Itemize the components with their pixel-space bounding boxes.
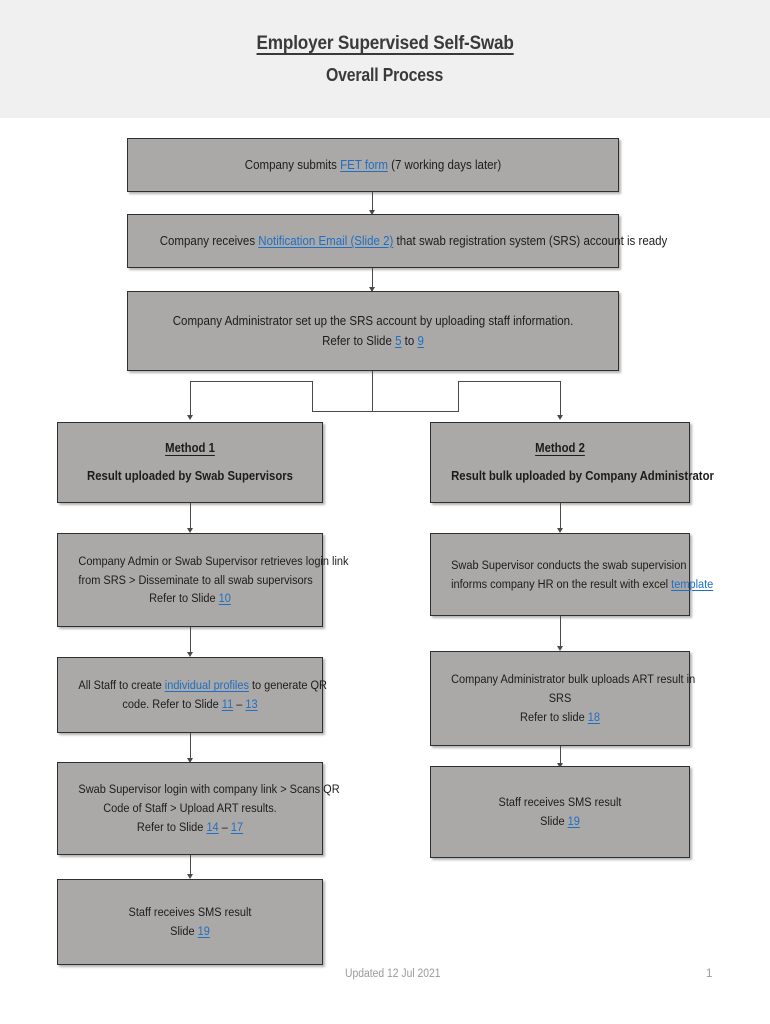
footer-updated-date: Updated 12 Jul 2021 — [345, 968, 441, 980]
arrow-step2-to-step3 — [369, 287, 375, 292]
m2-s1-line1: Swab Supervisor conducts the swab superv… — [451, 557, 687, 572]
slide-13-link[interactable]: 13 — [245, 697, 258, 711]
slide-9-link[interactable]: 9 — [417, 333, 424, 348]
connector-m1-s1-to-s2 — [190, 627, 192, 655]
connector-m2-s2-to-s3 — [560, 746, 562, 766]
notification-email-link[interactable]: Notification Email (Slide 2) — [258, 233, 394, 249]
connector-split-stem — [372, 371, 374, 412]
slide-11-link[interactable]: 11 — [221, 697, 234, 711]
flow-box-m2-bulk-upload-art[interactable]: Company Administrator bulk uploads ART r… — [430, 651, 696, 746]
method2-subheading: Result bulk uploaded by Company Administ… — [451, 468, 714, 483]
connector-m2-head-to-s1 — [560, 503, 562, 531]
m2-s1-line2: informs company HR on the result with ex… — [451, 576, 714, 591]
slide-17-link[interactable]: 17 — [230, 819, 244, 834]
flow-text-step3-line1: Company Administrator set up the SRS acc… — [172, 313, 574, 329]
connector-m1-head-to-s1 — [190, 503, 192, 531]
flow-text-step2: Company receives Notification Email (Sli… — [159, 233, 668, 249]
connector-m2-s1-to-s2 — [560, 616, 562, 649]
method1-subheading: Result uploaded by Swab Supervisors — [87, 468, 293, 483]
footer-page-number: 1 — [706, 968, 713, 980]
flow-box-notification-email[interactable]: Company receives Notification Email (Sli… — [127, 214, 668, 268]
title-band: Employer Supervised Self-Swab Overall Pr… — [0, 0, 770, 118]
m1-s1-line2: from SRS > Disseminate to all swab super… — [78, 572, 313, 587]
flow-box-m2-staff-sms-result[interactable]: Staff receives SMS result Slide 19 — [430, 766, 690, 858]
connector-split-left-mid — [312, 411, 372, 413]
arrow-m2-s2-to-s3 — [557, 763, 563, 768]
flow-text-step1: Company submits FET form (7 working days… — [244, 157, 502, 173]
m2-s2-line1: Company Administrator bulk uploads ART r… — [451, 672, 696, 687]
page-subtitle: Overall Process — [326, 65, 444, 85]
individual-profiles-link[interactable]: individual profiles — [164, 678, 249, 693]
fet-form-link[interactable]: FET form — [340, 157, 388, 173]
method2-header-box[interactable]: Method 2 Result bulk uploaded by Company… — [430, 422, 714, 503]
m1-s1-line1: Company Admin or Swab Supervisor retriev… — [78, 553, 349, 568]
flow-box-m2-supervisor-conducts[interactable]: Swab Supervisor conducts the swab superv… — [430, 533, 714, 616]
slide-19-link-m1[interactable]: 19 — [197, 924, 210, 938]
arrow-m2-s1-to-s2 — [557, 646, 563, 651]
method1-heading: Method 1 — [165, 440, 215, 455]
slide-14-link[interactable]: 14 — [206, 819, 219, 834]
m1-s3-line2: Code of Staff > Upload ART results. — [103, 801, 277, 816]
flow-box-admin-setup-srs[interactable]: Company Administrator set up the SRS acc… — [127, 291, 619, 371]
flow-box-company-submits-fet-form[interactable]: Company submits FET form (7 working days… — [127, 138, 619, 192]
slide-5-link[interactable]: 5 — [395, 333, 402, 348]
m1-s4-line2: Slide 19 — [170, 924, 210, 938]
m2-s3-line1: Staff receives SMS result — [498, 795, 622, 810]
connector-step1-to-step2 — [372, 192, 374, 213]
arrow-m2-head-to-s1 — [557, 528, 563, 533]
m1-s2-line1: All Staff to create individual profiles … — [78, 678, 327, 693]
m1-s3-line3: Refer to Slide 14 – 17 — [136, 819, 244, 834]
connector-m1-s3-to-s4 — [190, 855, 192, 877]
connector-m1-s2-to-s3 — [190, 733, 192, 761]
m1-s2-line2: code. Refer to Slide 11 – 13 — [122, 697, 258, 711]
slide-10-link[interactable]: 10 — [218, 591, 231, 606]
arrow-m1-s1-to-s2 — [187, 652, 193, 657]
connector-split-right-mid — [372, 411, 459, 413]
connector-split-left-top — [190, 381, 313, 383]
m1-s3-line1: Swab Supervisor login with company link … — [78, 782, 340, 797]
method1-header-box[interactable]: Method 1 Result uploaded by Swab Supervi… — [57, 422, 323, 503]
connector-split-right-stem — [560, 381, 562, 417]
m2-s2-line3: Refer to slide 18 — [520, 709, 600, 724]
connector-split-left-drop — [312, 381, 314, 412]
connector-split-right-top — [458, 381, 561, 383]
page-title: Employer Supervised Self-Swab — [256, 32, 514, 54]
arrow-to-method1 — [187, 415, 193, 420]
m2-s2-line2: SRS — [548, 691, 572, 706]
slide-18-link[interactable]: 18 — [587, 709, 600, 724]
slide-19-link-m2[interactable]: 19 — [567, 814, 580, 828]
flow-box-m1-staff-sms-result[interactable]: Staff receives SMS result Slide 19 — [57, 879, 323, 965]
flow-box-m1-retrieve-login-link[interactable]: Company Admin or Swab Supervisor retriev… — [57, 533, 349, 627]
flow-box-m1-scan-qr-upload-art[interactable]: Swab Supervisor login with company link … — [57, 762, 340, 855]
arrow-step1-to-step2 — [369, 210, 375, 215]
flow-text-step3-line2: Refer to Slide 5 to 9 — [322, 333, 424, 348]
connector-split-right-rise — [458, 381, 460, 412]
method2-heading: Method 2 — [535, 440, 585, 455]
m1-s4-line1: Staff receives SMS result — [128, 905, 252, 920]
arrow-m1-s3-to-s4 — [187, 874, 193, 879]
arrow-to-method2 — [557, 415, 563, 420]
m2-s3-line2: Slide 19 — [540, 814, 580, 828]
m1-s1-line3: Refer to Slide 10 — [149, 591, 231, 606]
flow-box-m1-individual-profiles[interactable]: All Staff to create individual profiles … — [57, 657, 327, 733]
excel-template-link[interactable]: template — [671, 576, 714, 591]
arrow-m1-head-to-s1 — [187, 528, 193, 533]
arrow-m1-s2-to-s3 — [187, 758, 193, 763]
connector-step2-to-step3 — [372, 268, 374, 291]
connector-split-left-stem — [190, 381, 192, 417]
